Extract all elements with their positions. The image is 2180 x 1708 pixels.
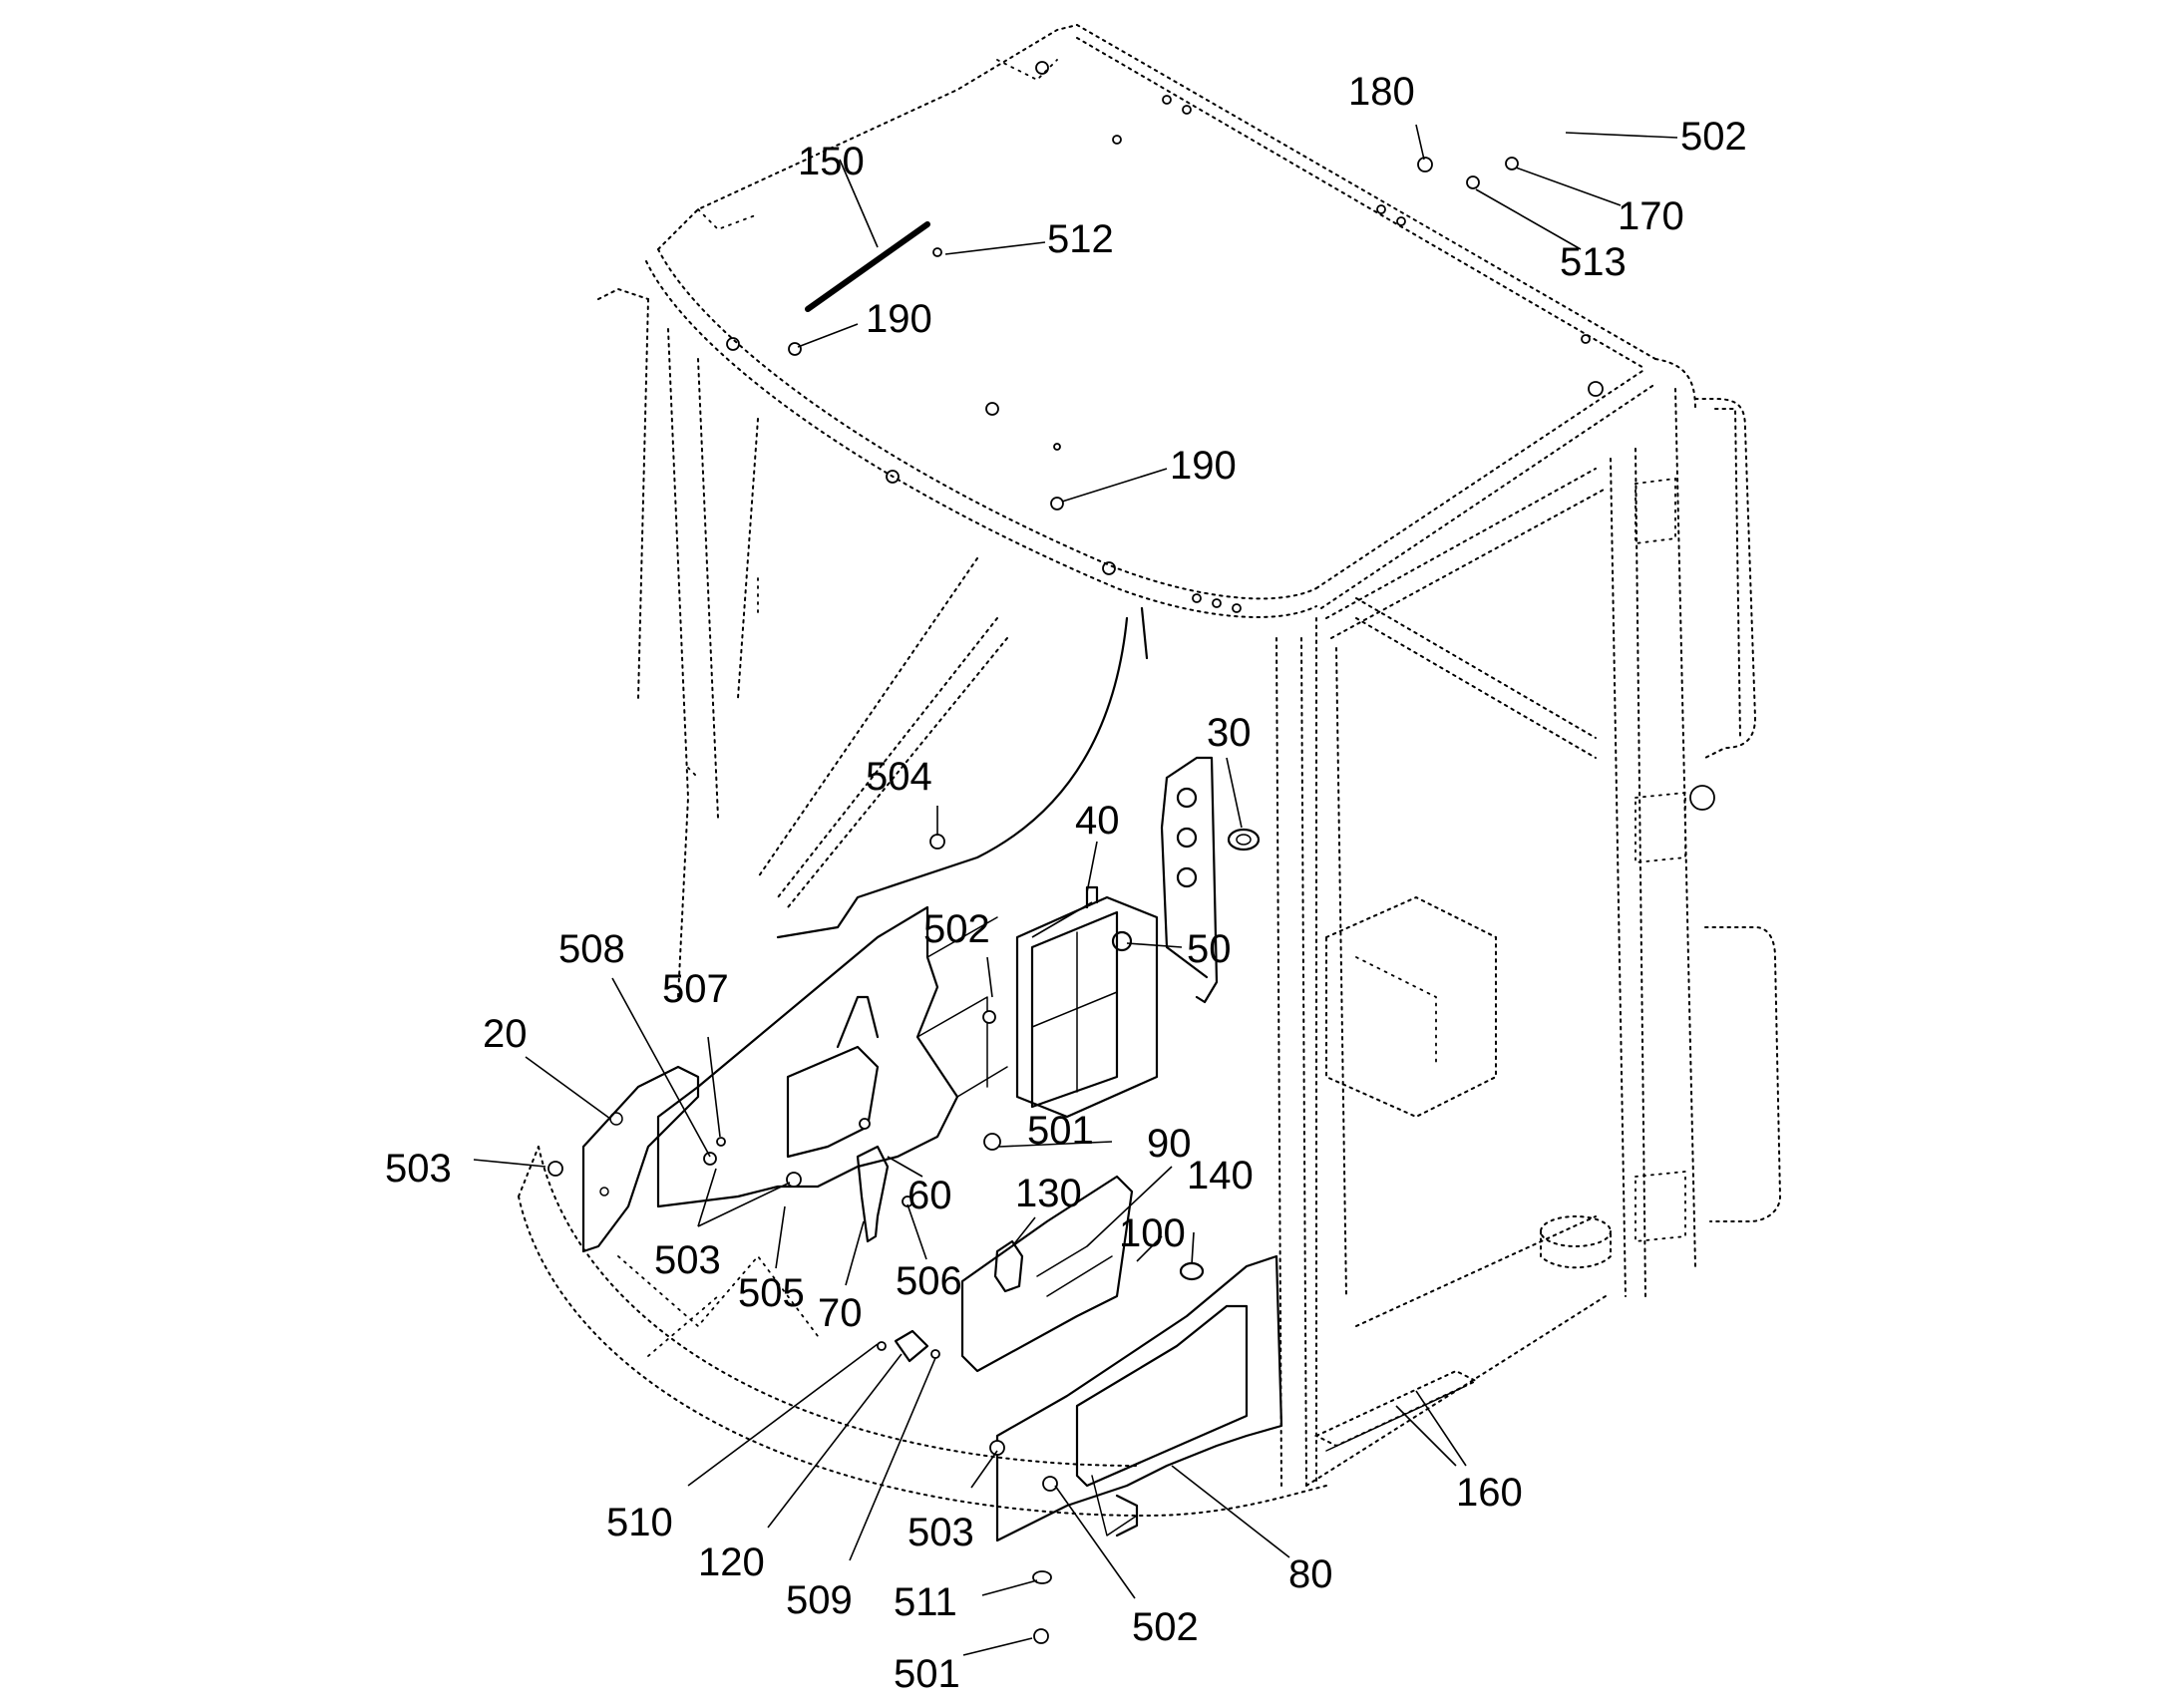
callout-501: 501 [1027, 1109, 1094, 1153]
leader-lines [473, 124, 1678, 1656]
callout-170: 170 [1618, 194, 1684, 238]
callout-505: 505 [738, 1271, 805, 1315]
callout-504: 504 [866, 755, 932, 799]
callout-160: 160 [1456, 1471, 1523, 1515]
callout-513: 513 [1560, 240, 1627, 284]
cab-frame [518, 298, 1782, 1518]
callout-20: 20 [483, 1012, 528, 1056]
callout-508: 508 [558, 927, 625, 971]
callout-502: 502 [1680, 115, 1747, 159]
callout-506: 506 [896, 1259, 962, 1303]
callout-502: 502 [1132, 1605, 1199, 1649]
callout-140: 140 [1187, 1154, 1254, 1197]
callout-150: 150 [798, 140, 865, 183]
callout-30: 30 [1207, 711, 1252, 755]
callout-502: 502 [923, 907, 990, 951]
callout-90: 90 [1147, 1122, 1192, 1166]
callout-503: 503 [908, 1511, 974, 1554]
callout-labels: 150 512 190 190 180 502 170 513 30 40 50… [385, 70, 1747, 1696]
callout-503: 503 [385, 1147, 452, 1191]
callout-40: 40 [1075, 799, 1120, 843]
callout-120: 120 [698, 1540, 765, 1584]
callout-512: 512 [1047, 217, 1114, 261]
cab-roof [597, 24, 1696, 618]
callout-50: 50 [1187, 927, 1232, 971]
callout-100: 100 [1119, 1211, 1186, 1255]
callout-80: 80 [1288, 1552, 1333, 1596]
callout-503: 503 [654, 1238, 721, 1282]
callout-190: 190 [1170, 444, 1237, 488]
callout-501: 501 [894, 1652, 960, 1696]
callout-510: 510 [606, 1501, 673, 1544]
callout-511: 511 [894, 1580, 957, 1624]
callout-60: 60 [908, 1174, 952, 1217]
callout-507: 507 [662, 967, 729, 1011]
interior-parts [547, 157, 1519, 1644]
callout-180: 180 [1348, 70, 1415, 114]
callout-509: 509 [786, 1578, 853, 1622]
callout-190: 190 [866, 297, 932, 341]
callout-70: 70 [818, 1291, 863, 1335]
callout-130: 130 [1015, 1172, 1082, 1215]
